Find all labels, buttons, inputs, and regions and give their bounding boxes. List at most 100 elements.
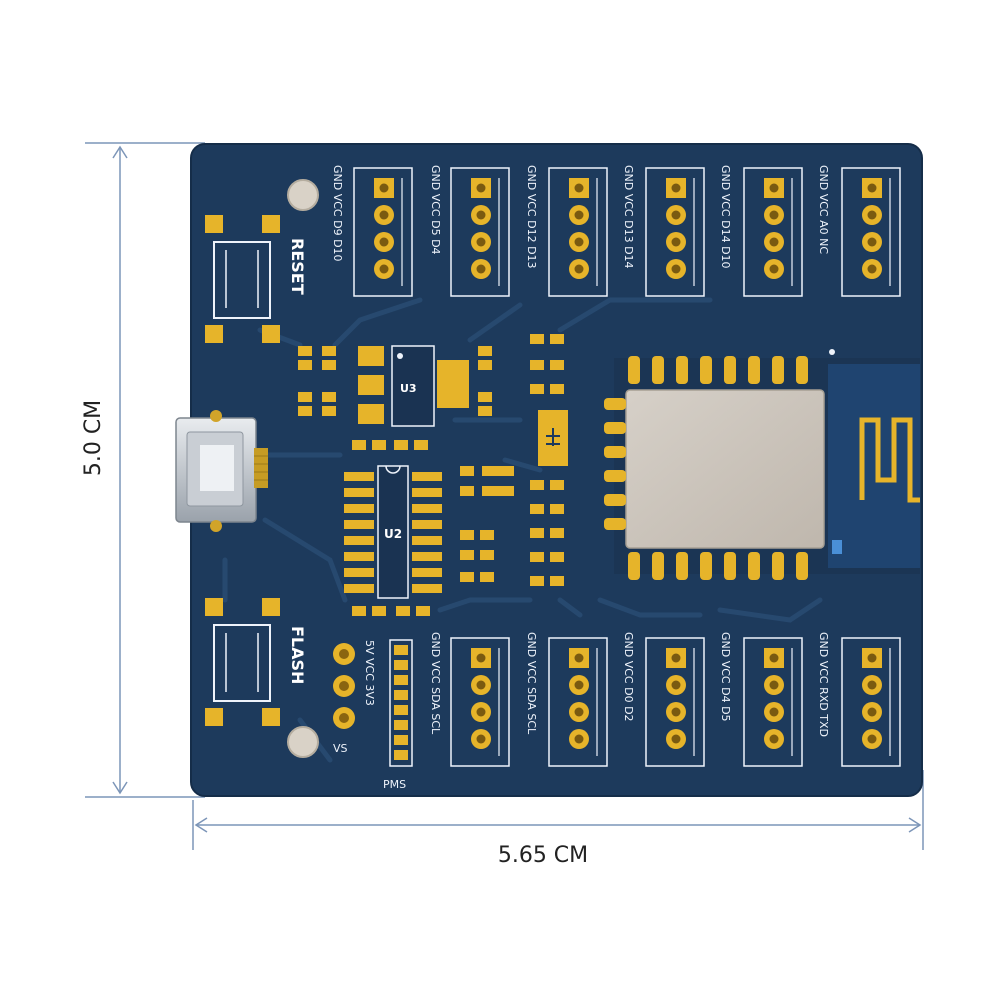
u2-chip [377,465,409,599]
micro-usb-connector [175,410,268,532]
mounting-holes [287,179,319,758]
esp-pin [700,552,712,580]
header-connector [548,167,608,297]
u2-pin [344,552,374,561]
pms-pin [394,705,408,715]
header-connector [841,637,901,767]
pcb-board [190,143,923,797]
u2-pins [344,472,442,593]
header-connector [548,637,608,767]
bottom-header-label: GND VCC SDA SCL [429,632,442,735]
width-dimension-label: 5.65 CM [498,843,588,868]
top-header-labels: GND VCC D9 D10 GND VCC D5 D4 GND VCC D12… [331,165,830,269]
esp-pin [796,552,808,580]
top-header-label: GND VCC D13 D14 [622,165,635,269]
top-header-label: GND VCC D9 D10 [331,165,344,262]
pms-pin [394,645,408,655]
height-dimension-label: 5.0 CM [81,400,106,476]
esp-pin [628,552,640,580]
esp-pin [748,552,760,580]
esp-pin [676,552,688,580]
vs-label: VS [333,742,348,755]
top-header-label: GND VCC A0 NC [817,165,830,254]
bottom-header-label: GND VCC SDA SCL [525,632,538,735]
u2-pin [412,504,442,513]
smd-components-middle [460,334,568,586]
header-connector [743,637,803,767]
header-connector [450,637,510,767]
diode-symbol [546,428,560,446]
esp-pin [796,356,808,384]
pms-header-pins [394,645,408,760]
esp-pin [604,446,626,458]
u2-pin [412,568,442,577]
u2-pin [344,520,374,529]
u2-pin [412,552,442,561]
header-connector [841,167,901,297]
u2-pin [412,488,442,497]
pms-pin [394,675,408,685]
pms-pin [394,720,408,730]
u3-regulator [358,345,469,427]
esp-pin [628,356,640,384]
esp-pin [652,356,664,384]
u2-pin [412,520,442,529]
header-connector [645,637,705,767]
esp-wifi-module [614,349,920,574]
bottom-header-label: GND VCC D4 D5 [719,632,732,722]
u2-pin [344,568,374,577]
reset-button [205,215,280,343]
esp-pin [772,552,784,580]
esp-pin [676,356,688,384]
pms-pin [394,735,408,745]
smd-pads-under-u2 [352,606,430,616]
top-header-label: GND VCC D12 D13 [525,165,538,269]
dimension-lines [85,142,924,850]
u2-pin [344,584,374,593]
u2-label: U2 [384,527,402,541]
esp-pin [604,422,626,434]
esp-pin [700,356,712,384]
u2-pin [344,536,374,545]
u2-pin [412,472,442,481]
u2-pin [412,536,442,545]
top-header-label: GND VCC D5 D4 [429,165,442,255]
esp-module-pins [604,356,808,580]
flash-button [205,598,280,726]
bottom-header-connectors [450,637,901,767]
header-connector [743,167,803,297]
u2-pin [412,584,442,593]
u2-pin [344,504,374,513]
bottom-header-label: GND VCC D0 D2 [622,632,635,722]
pms-pin [394,690,408,700]
esp-pin [724,356,736,384]
header-connector [353,167,413,297]
esp-pin [724,552,736,580]
power-select-header [333,643,355,729]
smd-pads-left [298,346,492,450]
top-header-label: GND VCC D14 D10 [719,165,732,269]
esp-pin [772,356,784,384]
esp-pin [652,552,664,580]
pms-label: PMS [383,778,406,791]
esp-pin [748,356,760,384]
reset-label: RESET [288,238,307,295]
bottom-header-label: GND VCC RXD TXD [817,632,830,737]
pms-pin [394,750,408,760]
u2-pin [344,488,374,497]
top-header-connectors [353,167,901,297]
flash-label: FLASH [288,626,307,684]
esp-pin [604,398,626,410]
power-pins-label: 5V VCC 3V3 [363,640,376,706]
esp-pin [604,518,626,530]
esp-pin [604,494,626,506]
header-connector [645,167,705,297]
bottom-header-labels: GND VCC SDA SCL GND VCC SDA SCL GND VCC … [429,632,830,737]
header-connector [450,167,510,297]
pms-pin [394,660,408,670]
esp-pin [604,470,626,482]
u2-pin [344,472,374,481]
u3-label: U3 [400,382,417,395]
pms-header [389,639,413,767]
